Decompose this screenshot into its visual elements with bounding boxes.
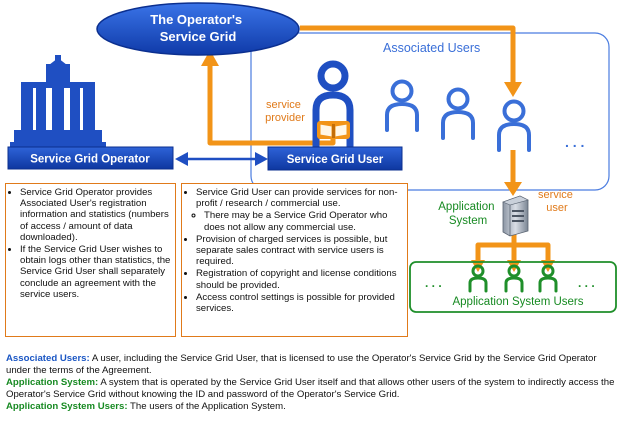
service-user-label: service user [538,189,576,214]
user-note-item: Registration of copyright and license co… [196,268,403,290]
definitions-section: Associated Users: A user, including the … [6,353,618,413]
definition-term: Application System: [6,377,99,388]
user-note-sublist: There may be a Service Grid Operator who… [196,210,403,232]
service-grid-operator-box [7,146,174,170]
operator-grid-title-line2: Service Grid [160,29,237,44]
application-system-line1: Application [438,201,494,213]
operator-note-item: If the Service Grid User wishes to obtai… [20,244,171,300]
associated-user-icons [385,79,531,152]
definition-associated-users: Associated Users: A user, including the … [6,353,618,377]
user-note-item: Service Grid User can provide services f… [196,187,403,233]
service-user-line2: user [546,202,568,214]
associated-user-icon-1 [385,79,419,132]
application-system-users-label: Application System Users [452,296,583,308]
associated-user-icon-2 [441,87,475,140]
application-system-line2: System [449,215,487,227]
operator-grid-title-line1: The Operator's [150,12,242,27]
service-provider-line1: service [266,99,301,111]
operator-notes-box: Service Grid Operator provides Associate… [5,183,176,337]
operator-note-item: Service Grid Operator provides Associate… [20,187,171,243]
definition-term: Associated Users: [6,353,90,364]
associated-users-region [250,32,610,191]
service-provider-label: service provider [265,99,305,124]
definition-text: A user, including the Service Grid User,… [6,353,597,376]
service-user-line1: service [538,189,573,201]
associated-users-ellipsis: . . . [565,134,584,150]
user-notes-list: Service Grid User can provide services f… [186,187,403,314]
user-note-text: Service Grid User can provide services f… [196,187,398,210]
service-grid-user-label: Service Grid User [287,154,384,166]
building-icon [10,55,106,148]
definition-term: Application System Users: [6,401,128,412]
associated-users-label: Associated Users [383,41,480,55]
app-users-ellipsis-left: . . . [425,276,442,290]
definition-text: A system that is operated by the Service… [6,377,615,400]
operator-grid-title: The Operator's Service Grid [150,12,246,44]
server-icon [502,195,529,237]
associated-user-icon-3 [497,99,531,152]
user-notes-box: Service Grid User can provide services f… [181,183,408,337]
service-provider-line2: provider [265,112,305,124]
book-icon [317,121,350,139]
service-grid-user-box [267,146,403,171]
application-system-label: Application System [438,201,497,227]
operator-service-grid-ellipse [96,2,300,56]
app-users-ellipsis-right: . . . [578,276,595,290]
definition-text: The users of the Application System. [127,401,286,412]
definition-application-system-users: Application System Users: The users of t… [6,401,618,413]
user-note-subitem: There may be a Service Grid Operator who… [204,210,403,232]
user-note-item: Access control settings is possible for … [196,292,403,314]
operator-notes-list: Service Grid Operator provides Associate… [10,187,171,300]
service-grid-user-person-icon [312,60,354,154]
application-system-users-region [409,261,617,313]
operator-user-arrow [175,152,268,166]
definition-application-system: Application System: A system that is ope… [6,377,618,401]
service-grid-operator-label: Service Grid Operator [30,154,150,166]
user-note-item: Provision of charged services is possibl… [196,234,403,268]
